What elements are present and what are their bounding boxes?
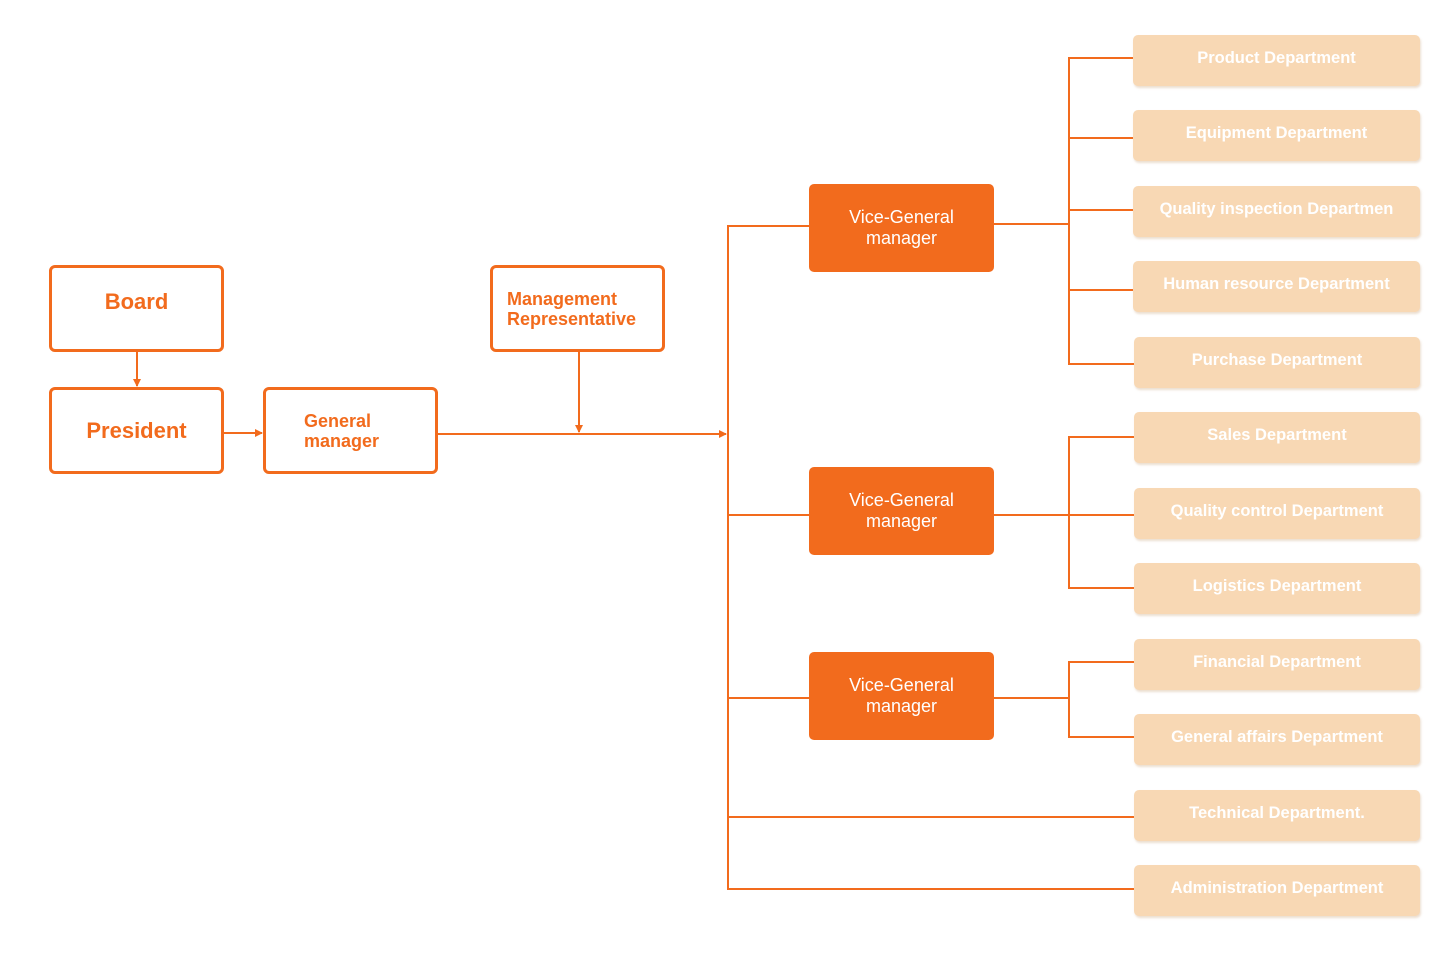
vice-general-manager-1: Vice-General manager <box>809 184 994 272</box>
management-representative-label: Management Representative <box>507 289 637 329</box>
board-box: Board <box>49 265 224 352</box>
department-equipment: Equipment Department <box>1133 110 1420 161</box>
president-label: President <box>86 417 187 443</box>
department-financial: Financial Department <box>1134 639 1420 690</box>
president-box: President <box>49 387 224 474</box>
vice-general-manager-3: Vice-General manager <box>809 652 994 740</box>
department-product: Product Department <box>1133 35 1420 86</box>
management-representative-box: Management Representative <box>490 265 665 352</box>
board-label: Board <box>104 289 169 314</box>
general-manager-label: General manager <box>304 410 380 451</box>
department-technical: Technical Department. <box>1134 790 1420 841</box>
department-administration: Administration Department <box>1134 865 1420 916</box>
department-quality-inspection: Quality inspection Departmen <box>1133 186 1420 237</box>
department-human-resource: Human resource Department <box>1133 261 1420 312</box>
department-quality-control: Quality control Department <box>1134 488 1420 539</box>
department-purchase: Purchase Department <box>1134 337 1420 388</box>
department-sales: Sales Department <box>1134 412 1420 463</box>
department-logistics: Logistics Department <box>1134 563 1420 614</box>
department-general-affairs: General affairs Department <box>1134 714 1420 765</box>
general-manager-box: General manager <box>263 387 438 474</box>
vice-general-manager-2: Vice-General manager <box>809 467 994 555</box>
